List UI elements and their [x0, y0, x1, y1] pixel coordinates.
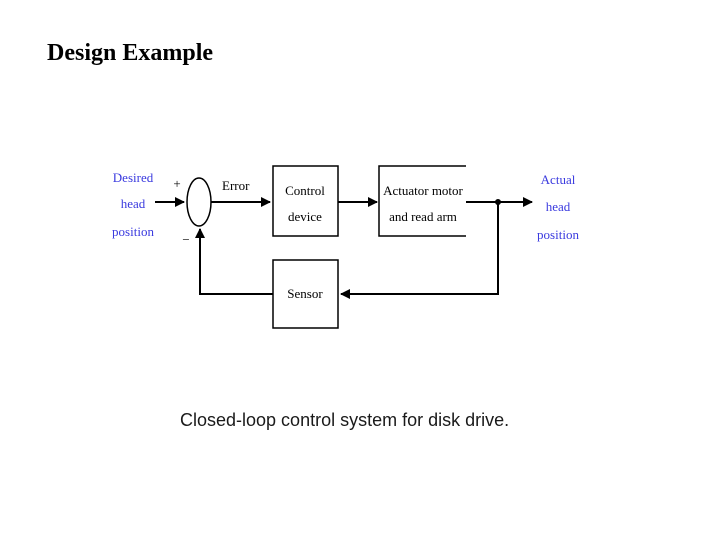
actuator-label-line-2: and read arm — [389, 209, 457, 224]
summing-minus-sign: − — [182, 232, 189, 247]
control-device-label-line-1: Control — [285, 183, 325, 198]
slide-title: Design Example — [47, 40, 214, 66]
output-label-line-3: position — [537, 227, 579, 242]
sensor-label: Sensor — [287, 286, 323, 301]
input-label-line-2: head — [121, 196, 146, 211]
output-label-line-1: Actual — [541, 172, 576, 187]
control-device-label-line-2: device — [288, 209, 322, 224]
sensor-block — [272, 259, 339, 329]
feedback-path-to-sensor — [340, 202, 499, 299]
actuator-motor-block — [378, 165, 466, 237]
output-label-line-2: head — [546, 199, 571, 214]
feedback-path-to-junction — [195, 228, 273, 295]
input-label-line-1: Desired — [113, 170, 154, 185]
input-label-line-3: position — [112, 224, 154, 239]
control-device-block — [272, 165, 339, 237]
summing-plus-sign: + — [173, 176, 180, 191]
actuator-label-line-1: Actuator motor — [383, 183, 463, 198]
figure-caption: Closed-loop control system for disk driv… — [180, 410, 509, 430]
error-label: Error — [222, 178, 250, 193]
summing-junction — [186, 177, 212, 227]
